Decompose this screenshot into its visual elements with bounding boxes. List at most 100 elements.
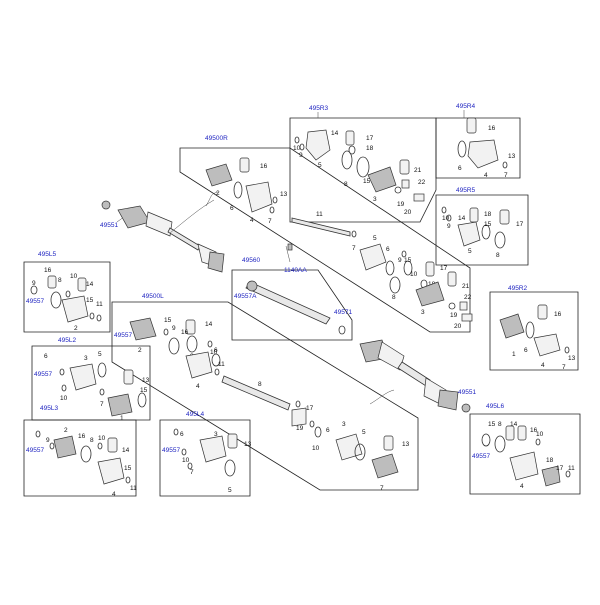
ring-part [348,145,356,155]
damper-part [541,465,561,487]
code-1140AA[interactable]: 1140AA [284,267,307,274]
assembled-right-driveshaft: 49551 [100,191,225,273]
leader [285,245,291,263]
boot-part [467,139,499,169]
ring-part [481,433,491,447]
label-16: 16 [78,433,86,440]
code-49557-L5[interactable]: 49557 [26,298,44,305]
group-495L2: 495L2 49557 6 3 5 10 7 13 15 1 [31,337,151,422]
boot-part [199,435,227,463]
nut-part [401,179,410,189]
grease-part [345,130,355,146]
code-495L2[interactable]: 495L2 [58,337,76,344]
label-8: 8 [58,277,62,284]
code-49500R[interactable]: 49500R [205,135,228,142]
label-15: 15 [363,178,371,185]
clip-part [446,214,452,222]
washer-part [394,186,402,194]
label-2: 2 [74,325,78,332]
code-49551-top[interactable]: 49551 [100,222,118,229]
label-16: 16 [181,329,189,336]
label-13: 13 [142,377,150,384]
label-10: 10 [70,273,78,280]
grease-part [499,209,510,225]
label-19: 19 [450,312,458,319]
code-49557A[interactable]: 49557A [234,293,257,300]
clip-part [173,428,179,436]
joint-part [205,163,233,187]
label-2: 2 [138,347,142,354]
clip-part [59,368,65,376]
clip-part [401,250,407,258]
label-10: 10 [410,271,418,278]
code-49551-bottom[interactable]: 49551 [458,389,476,396]
clip-part [269,206,275,214]
code-495R2[interactable]: 495R2 [508,285,528,292]
label-16: 16 [530,427,538,434]
group-49500L: 49500L 49557 2 15 9 14 16 8 4 10 6 11 8 … [111,293,419,492]
label-10: 10 [293,145,301,152]
box-495L4 [159,419,251,497]
label-2: 2 [64,427,68,434]
code-495L4[interactable]: 495L4 [186,411,204,418]
ring-part [525,321,535,339]
code-49571[interactable]: 49571 [334,309,352,316]
label-1: 1 [512,351,516,358]
code-495R3[interactable]: 495R3 [309,105,329,112]
ring-part [494,435,506,453]
clip-part [65,290,71,298]
joint-part [415,281,445,307]
clip-part [97,442,103,450]
joint-part [107,393,133,417]
label-17: 17 [516,221,524,228]
label-6b: 6 [386,246,390,253]
clip-part [125,476,131,484]
grease-part [537,304,548,320]
clip-part [565,470,571,478]
label-5: 5 [362,429,366,436]
code-49557-L4[interactable]: 49557 [162,447,180,454]
code-495L5[interactable]: 495L5 [38,251,56,258]
code-49557-L2[interactable]: 49557 [34,371,52,378]
assembled-left-driveshaft: 49551 [359,339,476,413]
clip-part [295,400,301,408]
label-7: 7 [504,172,508,179]
boot-part [185,351,213,379]
joint-part [53,435,77,459]
code-495L6[interactable]: 495L6 [486,403,504,410]
label-7: 7 [190,469,194,476]
label-15: 15 [484,221,492,228]
code-49560[interactable]: 49560 [242,257,260,264]
box-495R5 [435,194,529,266]
label-5: 5 [228,487,232,494]
label-13: 13 [402,441,410,448]
code-49557-L3[interactable]: 49557 [26,447,44,454]
label-8: 8 [90,437,94,444]
seal-part [338,325,346,335]
label-13: 13 [244,441,252,448]
damper-part [291,407,307,427]
ring-part [97,362,107,378]
grease-part [505,425,515,441]
label-14: 14 [510,421,518,428]
label-13: 13 [568,355,576,362]
code-49500L[interactable]: 49500L [142,293,164,300]
code-495R4[interactable]: 495R4 [456,103,476,110]
label-11: 11 [130,485,137,492]
label-13: 13 [508,153,516,160]
code-49557-main[interactable]: 49557 [114,332,132,339]
code-49557-L6[interactable]: 49557 [472,453,490,460]
intermediate-shaft [245,281,331,325]
label-19: 19 [397,201,405,208]
label-6: 6 [524,347,528,354]
clip-part [99,388,105,396]
grease-part [77,277,87,292]
label-4: 4 [112,491,116,498]
group-495R4: 495R4 16 6 13 4 7 [435,103,521,179]
ring-part [356,156,370,178]
clip-part [309,420,315,428]
code-495R5[interactable]: 495R5 [456,187,476,194]
shaft-part [291,217,351,237]
label-14: 14 [331,130,339,137]
code-495L3[interactable]: 495L3 [40,405,58,412]
